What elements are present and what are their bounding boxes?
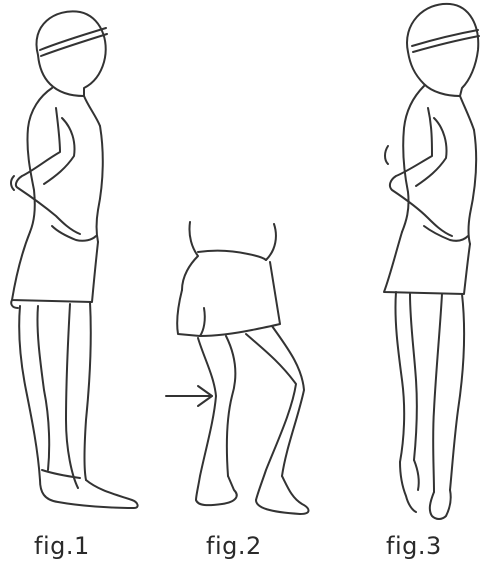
figure-3-drawing xyxy=(384,4,479,519)
fig-2-label: fig.2 xyxy=(206,532,262,560)
figure-1-drawing xyxy=(11,11,138,508)
fig-1-label: fig.1 xyxy=(34,532,90,560)
fig-3-label: fig.3 xyxy=(386,532,442,560)
figure-2-drawing xyxy=(166,222,309,514)
arrow-right-icon xyxy=(166,386,212,406)
